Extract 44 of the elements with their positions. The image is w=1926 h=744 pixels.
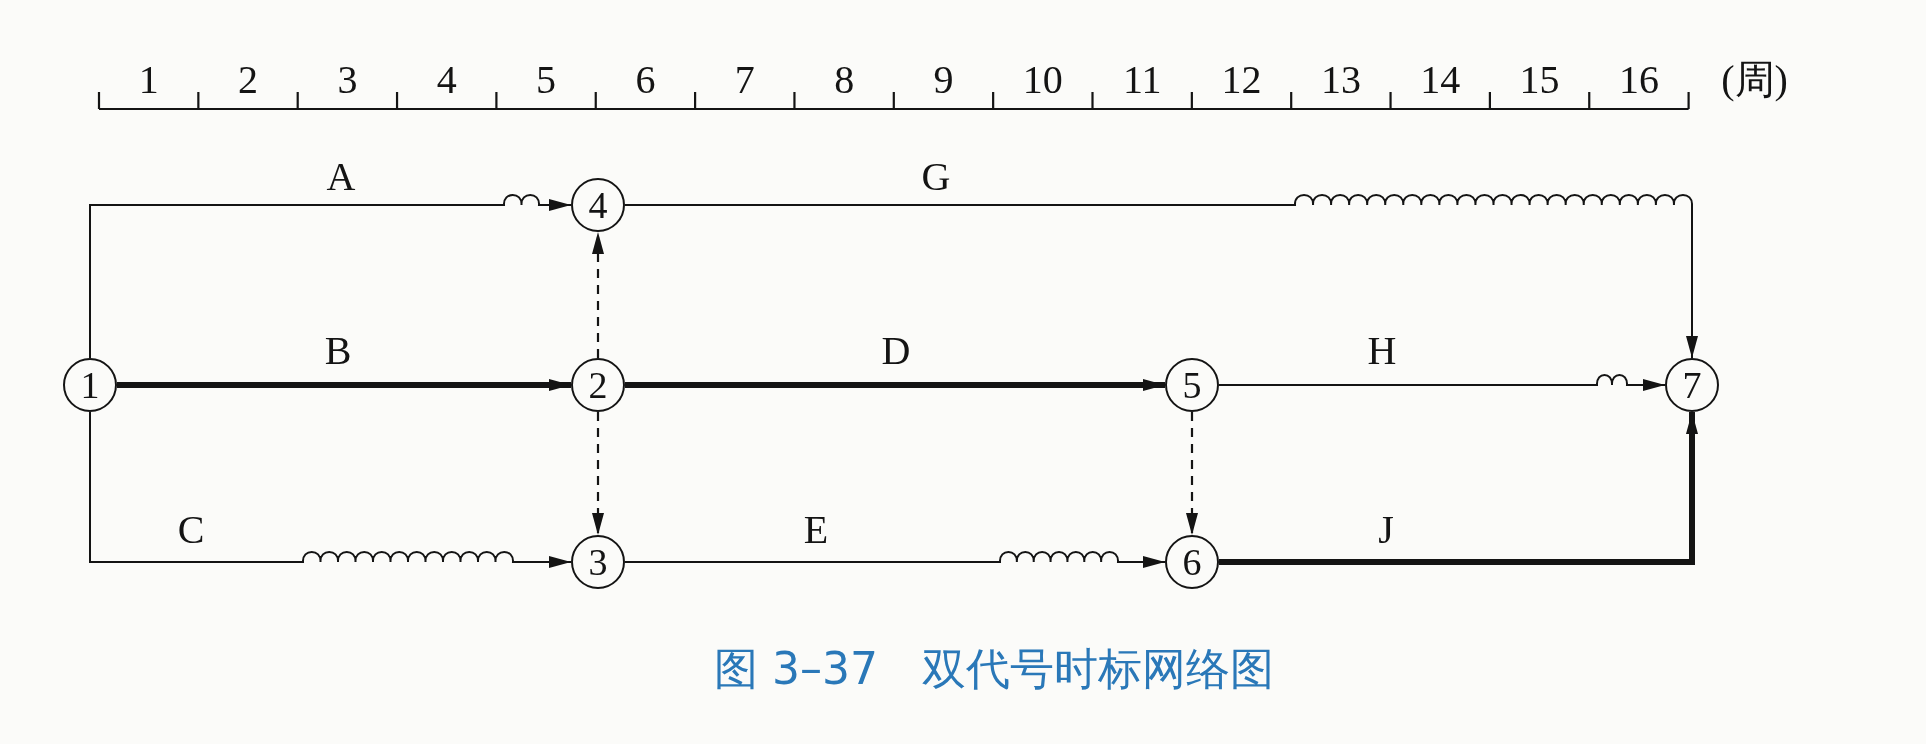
arrow [624, 193, 1698, 359]
week-number: 15 [1519, 60, 1560, 100]
week-number: 5 [536, 60, 557, 100]
event-node: 5 [1165, 358, 1219, 412]
arrow [1218, 373, 1666, 391]
week-number: 1 [138, 60, 159, 100]
week-number: 7 [734, 60, 755, 100]
edge-label: D [881, 331, 911, 371]
week-number: 14 [1420, 60, 1461, 100]
week-number: 10 [1022, 60, 1063, 100]
thick-arrow [117, 379, 571, 391]
week-number: 12 [1221, 60, 1262, 100]
edge-label: J [1378, 510, 1394, 550]
event-node: 7 [1665, 358, 1719, 412]
event-node: 4 [571, 178, 625, 232]
edge-label: G [921, 157, 951, 197]
dashed-arrow [592, 232, 604, 358]
event-node: 2 [571, 358, 625, 412]
week-number: 13 [1320, 60, 1361, 100]
edge-label: H [1367, 331, 1397, 371]
thick-arrow [625, 379, 1165, 391]
edge-label: B [324, 331, 352, 371]
dashed-arrow [592, 412, 604, 535]
arrow [624, 550, 1166, 568]
week-number: 16 [1618, 60, 1659, 100]
figure-caption: 图 3–37 双代号时标网络图 [714, 647, 1274, 691]
week-number: 4 [436, 60, 457, 100]
week-number: 11 [1122, 60, 1162, 100]
event-node: 3 [571, 535, 625, 589]
week-number: 6 [635, 60, 656, 100]
week-number: 8 [834, 60, 855, 100]
week-number: 9 [933, 60, 954, 100]
edge-label: C [177, 510, 205, 550]
edge-label: E [803, 510, 829, 550]
week-number: 3 [337, 60, 358, 100]
dashed-arrow [1186, 412, 1198, 535]
unit-label: (周) [1721, 60, 1788, 100]
event-node: 6 [1165, 535, 1219, 589]
thick-arrow [1219, 412, 1698, 565]
arrow [89, 411, 572, 568]
event-node: 1 [63, 358, 117, 412]
arrow [89, 193, 572, 359]
week-number: 2 [238, 60, 258, 100]
edge-label: A [326, 157, 356, 197]
